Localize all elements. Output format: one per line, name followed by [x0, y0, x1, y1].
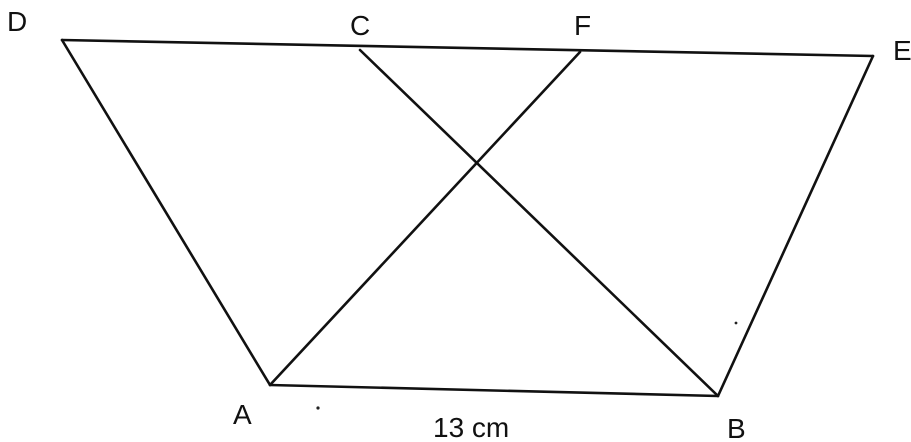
segment-eb — [716, 54, 875, 398]
point-label-b: B — [727, 413, 746, 442]
segment-de — [60, 38, 875, 58]
length-label-ab: 13 cm — [433, 412, 509, 442]
point-label-c: C — [350, 10, 370, 41]
segment-cb — [358, 48, 720, 398]
point-label-d: D — [7, 6, 27, 37]
speck-mark — [734, 321, 738, 325]
segment-ab — [268, 383, 720, 398]
point-label-f: F — [574, 10, 591, 41]
segment-da — [60, 38, 272, 387]
speck-mark — [316, 406, 320, 410]
point-label-e: E — [893, 35, 911, 66]
segment-fa — [268, 50, 582, 387]
point-label-a: A — [233, 399, 252, 430]
